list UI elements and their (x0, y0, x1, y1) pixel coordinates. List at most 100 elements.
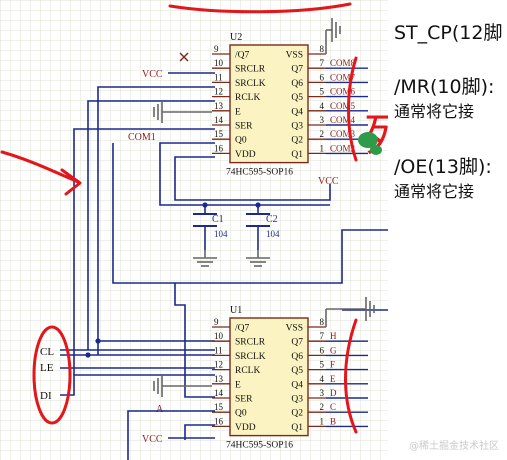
pin-name: SRCLR (235, 338, 266, 348)
net-label: F (330, 360, 335, 370)
pin-name: /Q7 (235, 324, 250, 334)
pin-name: SER (235, 395, 253, 405)
net-label: D (330, 388, 337, 398)
pin-name: Q5 (291, 366, 303, 376)
a-label: A (156, 404, 164, 415)
com1-label: COM1 (128, 132, 156, 143)
pin-number: 15 (214, 129, 224, 139)
wire-rclk-u2 (87, 100, 215, 350)
junction-dot (95, 338, 101, 344)
net-label: E (330, 374, 336, 384)
pin-number: 11 (214, 72, 223, 82)
input-label-di: DI (40, 390, 52, 402)
pin-name: SRCLK (235, 352, 266, 362)
net-label: COM4 (330, 115, 356, 125)
chip-u2: U274HC595-SOP169/Q710SRCLR11SRCLK12RCLK1… (212, 32, 368, 178)
pin-number: 10 (214, 58, 224, 68)
junction-dot (202, 202, 208, 208)
pin-number: 5 (320, 87, 325, 97)
pin-name: SER (235, 122, 253, 132)
vcc-label-u1: VCC (142, 434, 163, 445)
cap-c1-ref: C1 (212, 214, 224, 225)
pin-number: 1 (320, 143, 325, 153)
wire-q0-u1 (127, 410, 215, 460)
pin-number: 14 (214, 388, 224, 398)
net-label: COM6 (330, 87, 356, 97)
pin-number: 14 (214, 115, 224, 125)
pin-number: 6 (320, 345, 325, 355)
pin-number: 3 (320, 115, 325, 125)
pin-name: Q0 (235, 136, 247, 146)
wire-ser-u1 (174, 283, 215, 398)
chip-body (229, 44, 309, 164)
pin-name: VSS (286, 324, 303, 334)
pin-number: 2 (320, 129, 325, 139)
wires (60, 86, 388, 460)
chip-u1: U174HC595-SOP169/Q710SRCLR11SRCLK12RCLK1… (212, 305, 368, 451)
pin-name: VDD (235, 423, 256, 433)
ground-u2-vss (325, 18, 341, 54)
pin-name: E (235, 380, 241, 390)
wire-vdd-u2 (174, 156, 331, 201)
pin-number: 9 (214, 44, 219, 54)
pin-name: RCLK (235, 93, 260, 103)
input-label-le: LE (40, 362, 54, 374)
note-oe: /OE(13脚): (394, 156, 492, 178)
chip-part: 74HC595-SOP16 (226, 441, 293, 451)
pin-name: Q6 (291, 352, 303, 362)
chip-body (229, 317, 309, 437)
chip-ref: U2 (230, 32, 242, 43)
pin-name: Q0 (235, 409, 247, 419)
net-label: C (330, 402, 336, 412)
pin-name: Q4 (291, 380, 303, 390)
ground-c2 (246, 250, 270, 267)
wire-srclk-u2 (97, 86, 215, 355)
cursor-icon (358, 132, 382, 155)
pin-number: 4 (320, 101, 325, 111)
pin-number: 3 (320, 388, 325, 398)
pin-name: E (235, 107, 241, 117)
red-bracket-lower (344, 318, 358, 434)
chip-ref: U1 (230, 305, 242, 316)
pin-name: SRCLK (235, 79, 266, 89)
red-annotations (0, 2, 358, 434)
pin-number: 2 (320, 402, 325, 412)
cap-c2-value: 104 (266, 229, 280, 239)
ground-u2-e (153, 101, 212, 123)
wire-cap-rail (159, 200, 330, 206)
red-bracket-upper (347, 56, 358, 162)
red-ellipse-inputs (32, 325, 72, 425)
pin-name: Q3 (291, 395, 303, 405)
junctions (85, 202, 261, 358)
pin-name: Q2 (291, 409, 303, 419)
pin-number: 13 (214, 374, 224, 384)
pin-name: Q4 (291, 107, 303, 117)
wire-vdd-u1 (184, 424, 215, 440)
vcc-label-u2-bottom: VCC (318, 176, 339, 187)
pin-name: VSS (286, 51, 303, 61)
net-label: B (330, 416, 336, 426)
pin-number: 16 (214, 143, 224, 153)
wire-ser-u2 (73, 128, 215, 375)
pin-number: 12 (214, 87, 223, 97)
pin-name: Q7 (291, 65, 303, 75)
note-st-cp: ST_CP(12脚 (394, 22, 503, 44)
wire-cascade (112, 143, 388, 284)
ground-layer (153, 18, 375, 397)
pin-number: 6 (320, 72, 325, 82)
junction-dot (255, 202, 261, 208)
pin-number: 7 (320, 58, 325, 68)
net-label: COM7 (330, 72, 356, 82)
notes-panel: ST_CP(12脚 /MR(10脚): 通常将它接 /OE(13脚): 通常将它… (388, 0, 507, 460)
cap-c1-value: 104 (214, 229, 228, 239)
capacitor-c2 (246, 213, 270, 227)
note-mr: /MR(10脚): (394, 76, 495, 98)
input-label-cl: CL (40, 346, 54, 358)
pin-number: 11 (214, 345, 223, 355)
pin-number: 10 (214, 331, 224, 341)
note-mr-desc: 通常将它接 (394, 102, 475, 121)
pin-number: 5 (320, 360, 325, 370)
pin-number: 16 (214, 416, 224, 426)
note-oe-desc: 通常将它接 (394, 182, 475, 201)
pin-name: Q7 (291, 338, 303, 348)
